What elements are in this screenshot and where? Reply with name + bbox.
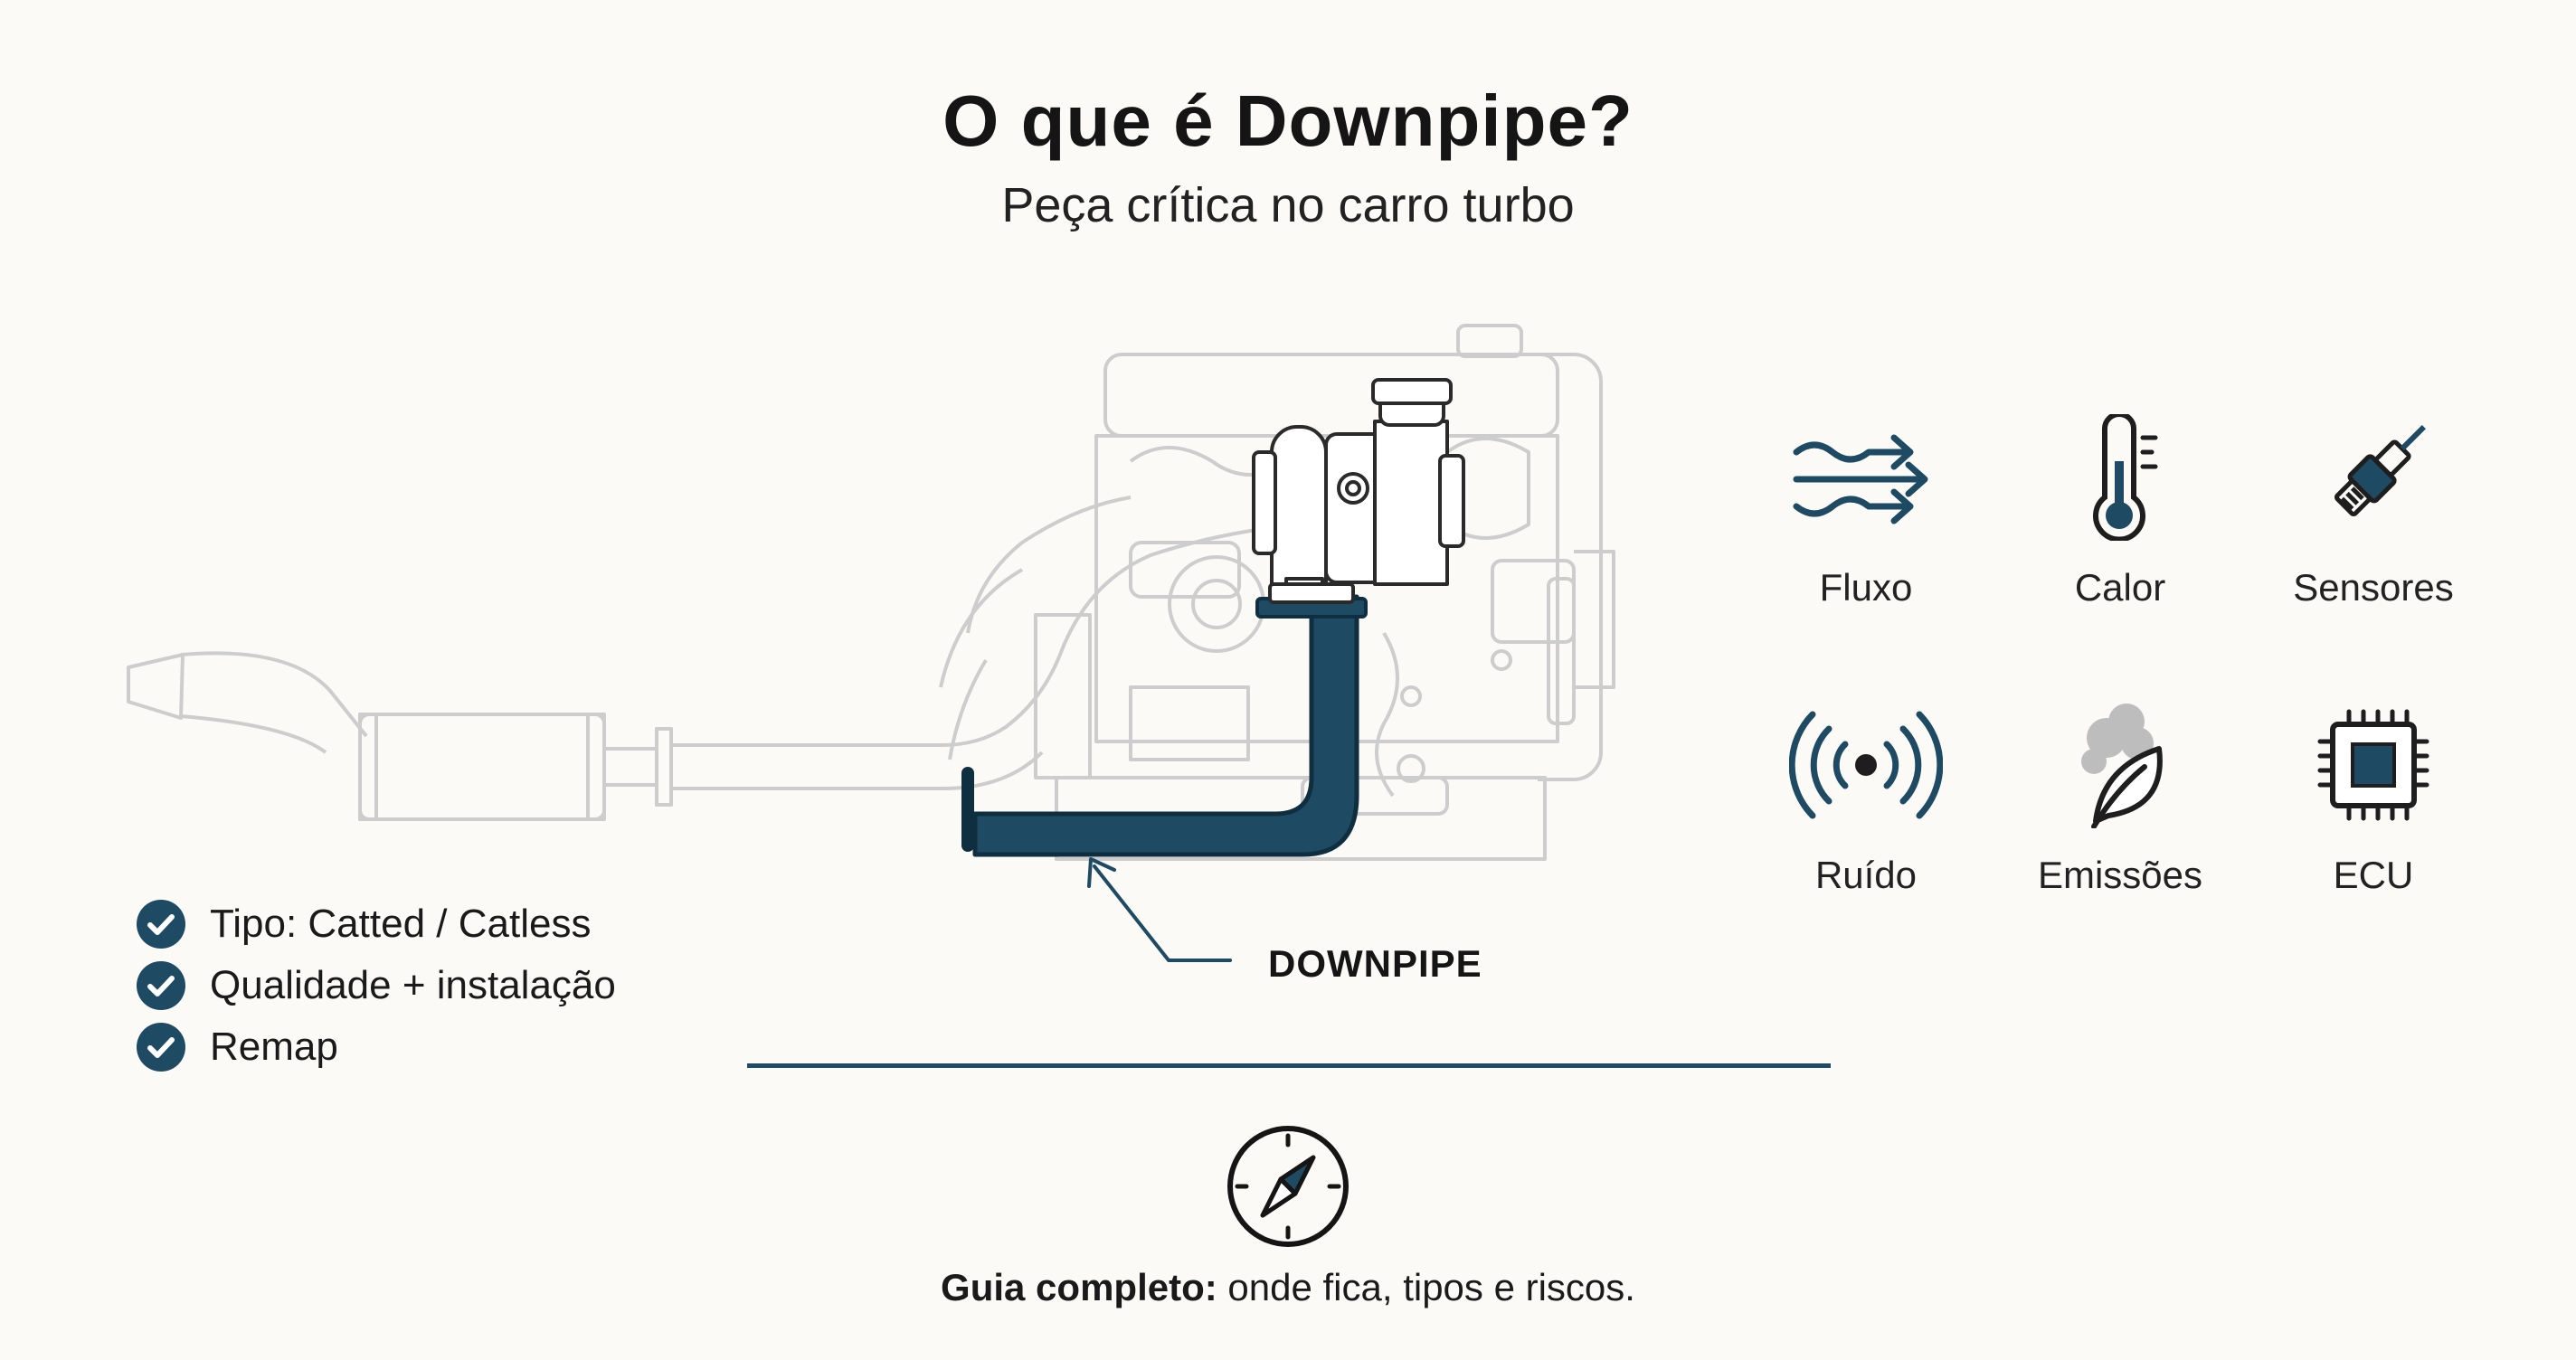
checklist-label: Remap [210,1025,338,1069]
feature-emissoes: Emissões [1994,702,2247,897]
downpipe-pipe [972,594,1359,857]
footer-text: onde fica, tipos e riscos. [1217,1266,1635,1308]
feature-calor: Calor [1994,414,2247,609]
feature-checklist: Tipo: Catted / Catless Qualidade + insta… [136,893,616,1078]
feature-label: Fluxo [1819,566,1913,609]
compass-icon [1227,1126,1349,1247]
oxygen-sensor-icon [2334,425,2426,516]
feature-label: ECU [2333,854,2414,896]
checklist-label: Tipo: Catted / Catless [210,902,592,946]
checklist-label: Qualidade + instalação [210,963,616,1007]
feature-label: Calor [2074,566,2166,609]
check-circle-icon [137,961,185,1010]
check-circle-icon [137,1023,185,1072]
microchip-icon [2317,709,2429,821]
thermometer-icon [2093,414,2158,541]
downpipe-callout-label: DOWNPIPE [1268,942,1482,985]
airflow-arrows-icon [1793,434,1928,524]
check-circle-icon [137,900,185,949]
feature-label: Emissões [2037,854,2203,896]
feature-ruido: Ruído [1739,702,1993,897]
downpipe-highlight [961,582,1368,857]
feature-label: Ruído [1814,854,1918,896]
callout-arrow [1087,857,1232,962]
checklist-item: Qualidade + instalação [136,955,616,1016]
feature-label: Sensores [2293,566,2454,609]
footer-bold: Guia completo: [941,1266,1217,1308]
sound-waves-icon [1789,711,1943,819]
checklist-item: Remap [136,1016,616,1078]
page-title: O que é Downpipe? [942,80,1634,161]
page-subtitle: Peça crítica no carro turbo [1001,178,1575,232]
feature-fluxo: Fluxo [1739,414,1993,609]
checklist-item: Tipo: Catted / Catless [136,893,616,955]
exhaust-pipe-outline [127,496,1269,821]
feature-ecu: ECU [2247,702,2500,897]
feature-sensores: Sensores [2247,414,2500,609]
turbocharger-outline [1252,378,1465,609]
footer-caption: Guia completo: onde fica, tipos e riscos… [0,1266,2576,1309]
smoke-leaf-icon [2081,704,2163,828]
section-divider [747,1063,1831,1068]
